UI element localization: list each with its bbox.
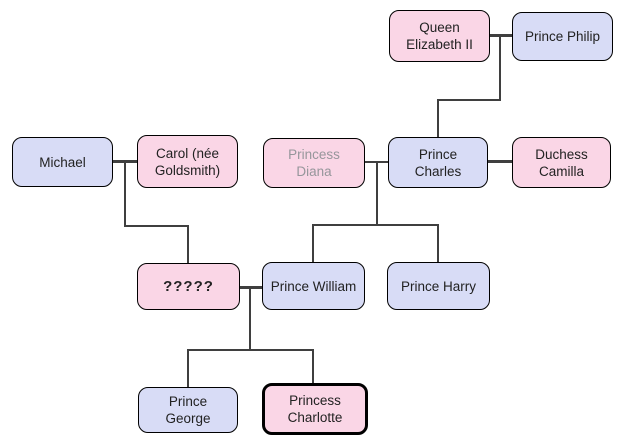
marriage-line-unknown-william [239,286,263,289]
person-node-princess-charlotte[interactable]: Princess Charlotte [262,383,368,435]
descent-line-elizabeth-philip-to-charles [499,36,501,101]
descent-line-michael-carol-to-unknown [124,225,189,227]
descent-line-michael-carol-to-unknown [187,225,189,264]
person-node-prince-charles[interactable]: Prince Charles [388,137,488,188]
descent-line-unknown-william-to-george-charlotte [312,349,314,384]
marriage-line-charles-camilla [487,160,513,163]
marriage-line-elizabeth-philip [489,34,513,37]
person-node-princess-diana[interactable]: Princess Diana [263,138,365,188]
descent-line-unknown-william-to-george-charlotte [249,288,251,351]
descent-line-unknown-william-to-george-charlotte [187,349,314,351]
person-node-prince-william[interactable]: Prince William [262,262,365,310]
descent-line-elizabeth-philip-to-charles [437,99,439,138]
descent-line-unknown-william-to-george-charlotte [187,349,189,388]
person-node-carol-nee-goldsmith[interactable]: Carol (née Goldsmith) [137,135,238,188]
person-node-unknown-person[interactable]: ????? [137,263,240,310]
descent-line-diana-charles-to-william-harry [312,224,439,226]
person-node-queen-elizabeth-ii[interactable]: Queen Elizabeth II [389,10,490,62]
person-node-prince-harry[interactable]: Prince Harry [387,262,490,310]
person-node-duchess-camilla[interactable]: Duchess Camilla [512,137,611,188]
person-node-prince-philip[interactable]: Prince Philip [512,12,613,61]
marriage-line-michael-carol [112,160,138,163]
person-node-prince-george[interactable]: Prince George [138,387,238,433]
person-node-michael[interactable]: Michael [12,137,113,187]
descent-line-diana-charles-to-william-harry [376,162,378,226]
descent-line-diana-charles-to-william-harry [437,224,439,263]
descent-line-michael-carol-to-unknown [124,162,126,227]
descent-line-diana-charles-to-william-harry [312,224,314,263]
descent-line-elizabeth-philip-to-charles [437,99,501,101]
